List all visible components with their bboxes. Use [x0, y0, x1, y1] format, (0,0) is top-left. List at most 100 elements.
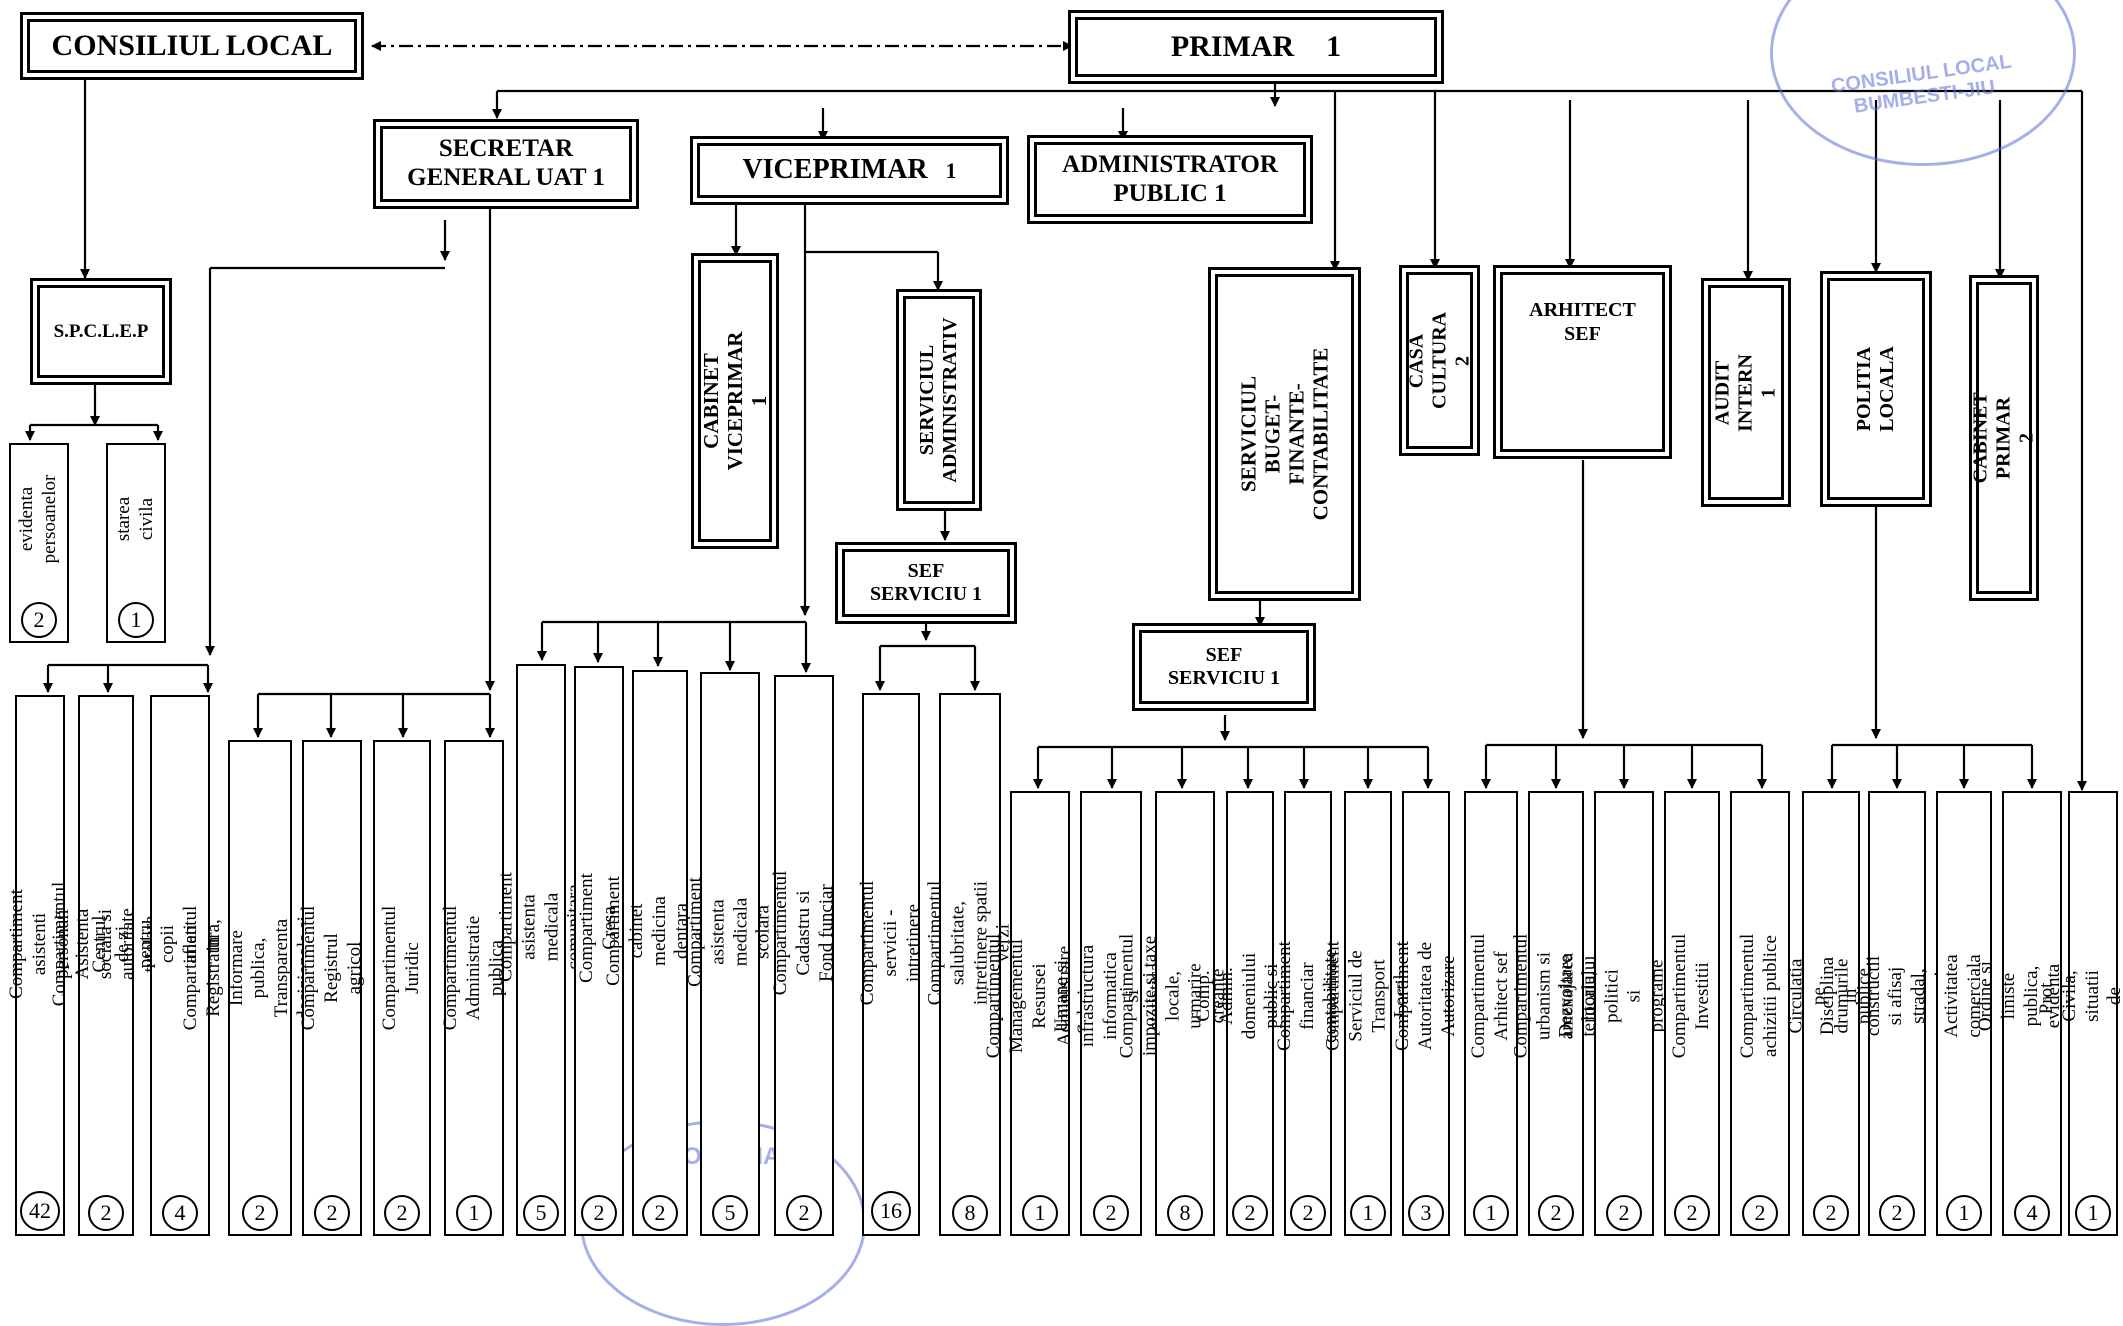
compartment-count: 2 [581, 1195, 617, 1231]
compartment[interactable]: Disciplina in constructii si afisaj stra… [1817, 791, 1975, 1236]
compartment[interactable]: Compartimentul Asistenta sociala si auto… [49, 695, 161, 1236]
compartment[interactable]: Ordine si liniste publica, evidenta pers… [1975, 791, 2087, 1236]
compartment-label: Compartiment asistenta medicala scolara [684, 876, 774, 987]
sef-serviciu-admin-label: SEF SERVICIU 1 [869, 560, 983, 605]
compartment[interactable]: Compartimentul Cadastru si Fond funciar 2 [770, 675, 836, 1236]
secretar-general-label: SECRETAR GENERAL UAT 1 [407, 135, 605, 191]
compartment-label: Compartimentul servicii - intretinere [856, 880, 924, 1006]
compartment[interactable]: Compartimentul salubritate, intretinere … [924, 693, 1014, 1236]
compartment-label: Compartimentul Arhitect sef [1468, 933, 1512, 1059]
compartment-count: 2 [242, 1195, 278, 1231]
casa-cultura-box[interactable]: CASA CULTURA 2 [1405, 272, 1473, 449]
compartment-count: 2 [1606, 1195, 1642, 1231]
spclep-box[interactable]: S.P.C.L.E.P [37, 285, 165, 378]
compartment[interactable]: Administrare infrastructura informatica … [1054, 791, 1166, 1236]
compartment[interactable]: Compartiment asistenta medicala comunita… [495, 664, 585, 1236]
compartment-count: 1 [1350, 1195, 1386, 1231]
compartment-count: 2 [1538, 1195, 1574, 1231]
compartment-count: 8 [1167, 1195, 1203, 1231]
compartment[interactable]: Compartimentul Managementul Resursei Uma… [983, 791, 1095, 1236]
spclep-starea-civila-count: 1 [118, 602, 154, 638]
stamp-text: CONSILIUL LOCAL BUMBESTI-JIU [1829, 50, 2013, 118]
compartment-count: 2 [384, 1195, 420, 1231]
compartment-count: 2 [642, 1195, 678, 1231]
compartment-count: 1 [2075, 1195, 2111, 1231]
compartment-count: 2 [314, 1195, 350, 1231]
compartment-count: 4 [162, 1195, 198, 1231]
compartment[interactable]: Compartimentul Juridic 2 [373, 740, 431, 1236]
compartment-count: 5 [523, 1195, 559, 1231]
compartment[interactable]: Dezvoltare locala, politici si programe … [1556, 791, 1691, 1236]
compartment-count: 1 [1473, 1195, 1509, 1231]
spclep-evidenta-box[interactable]: evidenta persoanelor 2 [9, 443, 69, 643]
spclep-starea-civila-box[interactable]: starea civila 1 [106, 443, 166, 643]
compartment-count: 2 [1879, 1195, 1915, 1231]
viceprimar-count: 1 [945, 157, 957, 183]
compartment-count: 2 [786, 1195, 822, 1231]
arhitect-sef-box[interactable]: ARHITECT SEF [1500, 272, 1665, 452]
compartment-count: 2 [1742, 1195, 1778, 1231]
serviciul-buget-box[interactable]: SERVICIUL BUGET- FINANTE-CONTABILITATE [1215, 274, 1354, 594]
compartment-count: 2 [1290, 1195, 1326, 1231]
compartment[interactable]: Compartimentul achizitii publice 2 [1730, 791, 1790, 1236]
sef-serviciu-buget-label: SEF SERVICIU 1 [1167, 644, 1281, 689]
primar-box[interactable]: PRIMAR 1 [1075, 17, 1437, 77]
compartment-count: 2 [1232, 1195, 1268, 1231]
consiliul-local-box[interactable]: CONSILIUL LOCAL [27, 19, 357, 73]
cabinet-primar-box[interactable]: CABINET PRIMAR 2 [1970, 282, 2038, 594]
compartment-count: 42 [20, 1191, 60, 1231]
secretar-general-box[interactable]: SECRETAR GENERAL UAT 1 [380, 126, 632, 202]
politia-locala-label: POLITIA LOCALA [1853, 346, 1898, 432]
compartment[interactable]: Compartimentul Arhitect sef 1 [1464, 791, 1518, 1236]
compartment-count: 2 [1093, 1195, 1129, 1231]
consiliul-local-label: CONSILIUL LOCAL [51, 28, 333, 62]
administrator-public-box[interactable]: ADMINISTRATOR PUBLIC 1 [1034, 142, 1306, 217]
compartment[interactable]: Compartiment Serviciul de Transport Loca… [1322, 791, 1412, 1236]
viceprimar-box[interactable]: VICEPRIMAR 1 [697, 143, 1002, 198]
primar-count: 1 [1326, 29, 1342, 63]
viceprimar-label: VICEPRIMAR [742, 154, 928, 186]
compartment[interactable]: Compartimentul Registratura, Informare p… [180, 740, 338, 1236]
compartment-label: Compartimentul Cadastru si Fond funciar [769, 870, 837, 996]
compartment-label: Compartimentul achizitii publice [1737, 933, 1781, 1059]
sef-serviciu-admin-box[interactable]: SEF SERVICIU 1 [842, 549, 1010, 617]
serviciul-administrativ-label: SERVICIUL ADMINISTRATIV [916, 317, 961, 483]
spclep-evidenta-label: evidenta persoanelor [16, 475, 60, 564]
compartment[interactable]: Prot. Civila, situatii de urgenta 1 [2036, 791, 2123, 1236]
compartment[interactable]: Comp. Admin. domeniului public si privat… [1193, 791, 1305, 1236]
politia-locala-box[interactable]: POLITIA LOCALA [1827, 278, 1925, 500]
cabinet-primar-label: CABINET PRIMAR 2 [1969, 392, 2038, 484]
compartment-label: Compartimentul Juridic [379, 906, 423, 1031]
compartment-label: Prot. Civila, situatii de urgenta [2036, 970, 2123, 1022]
compartment-count: 2 [1674, 1195, 1710, 1231]
compartment-count: 1 [456, 1195, 492, 1231]
compartment[interactable]: Compartimentul urbanism si amenajarea te… [1510, 791, 1600, 1236]
cabinet-viceprimar-box[interactable]: CABINET VICEPRIMAR 1 [698, 260, 772, 542]
sef-serviciu-buget-box[interactable]: SEF SERVICIU 1 [1139, 630, 1309, 704]
compartment-count: 8 [952, 1195, 988, 1231]
primar-label: PRIMAR [1170, 29, 1295, 63]
compartment-count: 1 [1946, 1195, 1982, 1231]
spclep-evidenta-count: 2 [21, 602, 57, 638]
spclep-starea-civila-label: starea civila [113, 497, 157, 542]
compartment-count: 4 [2014, 1195, 2050, 1231]
compartment[interactable]: Compartiment cabinet medicina dentara sc… [603, 670, 715, 1236]
audit-intern-label: AUDIT INTERN 1 [1711, 353, 1780, 432]
compartment[interactable]: Compartimentul impozite si taxe locale, … [1117, 791, 1252, 1236]
audit-intern-box[interactable]: AUDIT INTERN 1 [1708, 285, 1784, 500]
compartment[interactable]: Centrul de zi pentru copii aflati in sit… [89, 695, 269, 1236]
serviciul-administrativ-box[interactable]: SERVICIUL ADMINISTRATIV [903, 296, 975, 504]
compartment-count: 2 [88, 1195, 124, 1231]
cabinet-viceprimar-label: CABINET VICEPRIMAR 1 [698, 331, 772, 471]
